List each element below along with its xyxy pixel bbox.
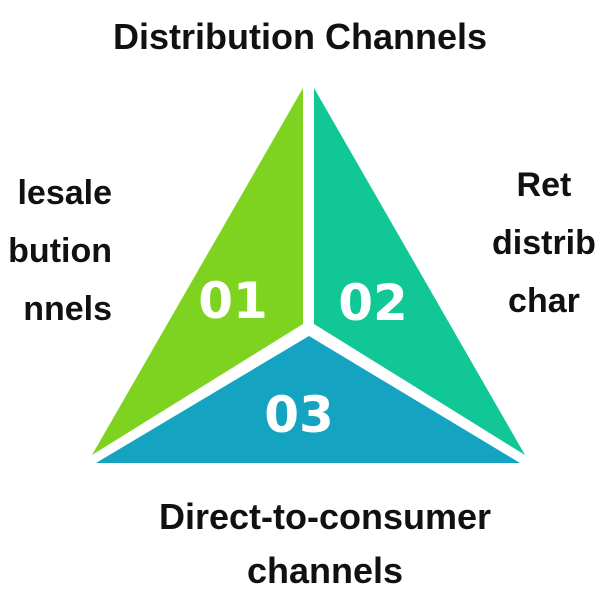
- diagram-title: Distribution Channels: [112, 16, 487, 57]
- label-retail-line-2: distrib: [492, 224, 596, 262]
- label-wholesale-line-1: lesale: [17, 174, 112, 212]
- label-direct-line-1: Direct-to-consumer: [158, 496, 492, 537]
- label-direct-line-2: channels: [246, 550, 404, 591]
- label-wholesale-channels: lesale bution nnels: [8, 164, 112, 338]
- label-retail-channels: Ret distrib char: [492, 156, 596, 330]
- segment-02-number: 02: [338, 274, 408, 332]
- segment-01-wholesale: [92, 88, 303, 455]
- segment-02-retail: [314, 88, 525, 455]
- label-wholesale-line-2: bution: [8, 232, 112, 270]
- label-wholesale-line-3: nnels: [23, 290, 112, 328]
- label-retail-line-3: char: [508, 282, 580, 320]
- segment-03-direct: [96, 336, 520, 463]
- segment-01-number: 01: [198, 272, 268, 330]
- label-direct-to-consumer-channels: Direct-to-consumer channels: [0, 490, 600, 598]
- segment-03-number: 03: [264, 386, 334, 444]
- label-retail-line-1: Ret: [516, 166, 572, 204]
